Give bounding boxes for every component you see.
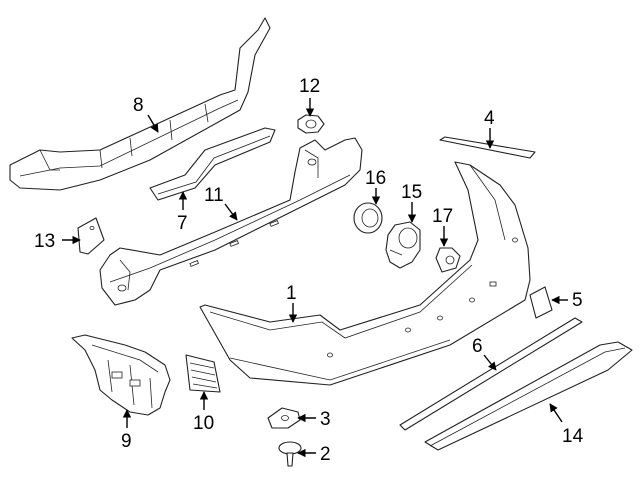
callout-7: 7 [177,213,188,234]
callout-8: 8 [133,95,144,116]
part-8-upper-absorber [9,17,271,191]
callout-10: 10 [193,413,214,434]
part-13-pad [77,217,105,255]
part-4-strip [439,136,536,159]
part-1-bumper-cover [199,161,531,386]
part-15-sensor [385,221,421,269]
part-7-lower-strip [149,127,276,201]
part-3-clip [267,407,301,429]
part-17-sensor [435,247,461,273]
callout-13: 13 [34,231,55,252]
callout-14: 14 [562,426,584,447]
part-11-impact-bar [99,137,363,306]
callout-6: 6 [472,336,483,357]
callout-17: 17 [432,206,453,227]
callout-16: 16 [365,168,386,189]
part-9-side-bracket [71,334,171,416]
part-12-nut [297,114,325,134]
leader-lines [62,98,568,458]
part-14-lower-trim [424,341,633,451]
callout-labels: 1 2 3 4 5 6 7 8 9 10 11 12 13 14 15 16 1… [34,76,584,465]
callout-11: 11 [204,185,224,206]
callout-5: 5 [572,290,583,311]
part-2-screw [278,441,302,467]
callout-15: 15 [401,182,422,203]
callout-1: 1 [286,283,297,304]
callout-12: 12 [299,76,320,97]
part-10-grille [185,354,221,393]
part-5-pad [529,286,553,319]
callout-3: 3 [320,409,331,430]
callout-9: 9 [121,431,132,452]
part-6-molding [399,317,583,431]
part-16-grommet [353,202,383,234]
callout-2: 2 [320,444,331,465]
callout-4: 4 [484,108,495,129]
